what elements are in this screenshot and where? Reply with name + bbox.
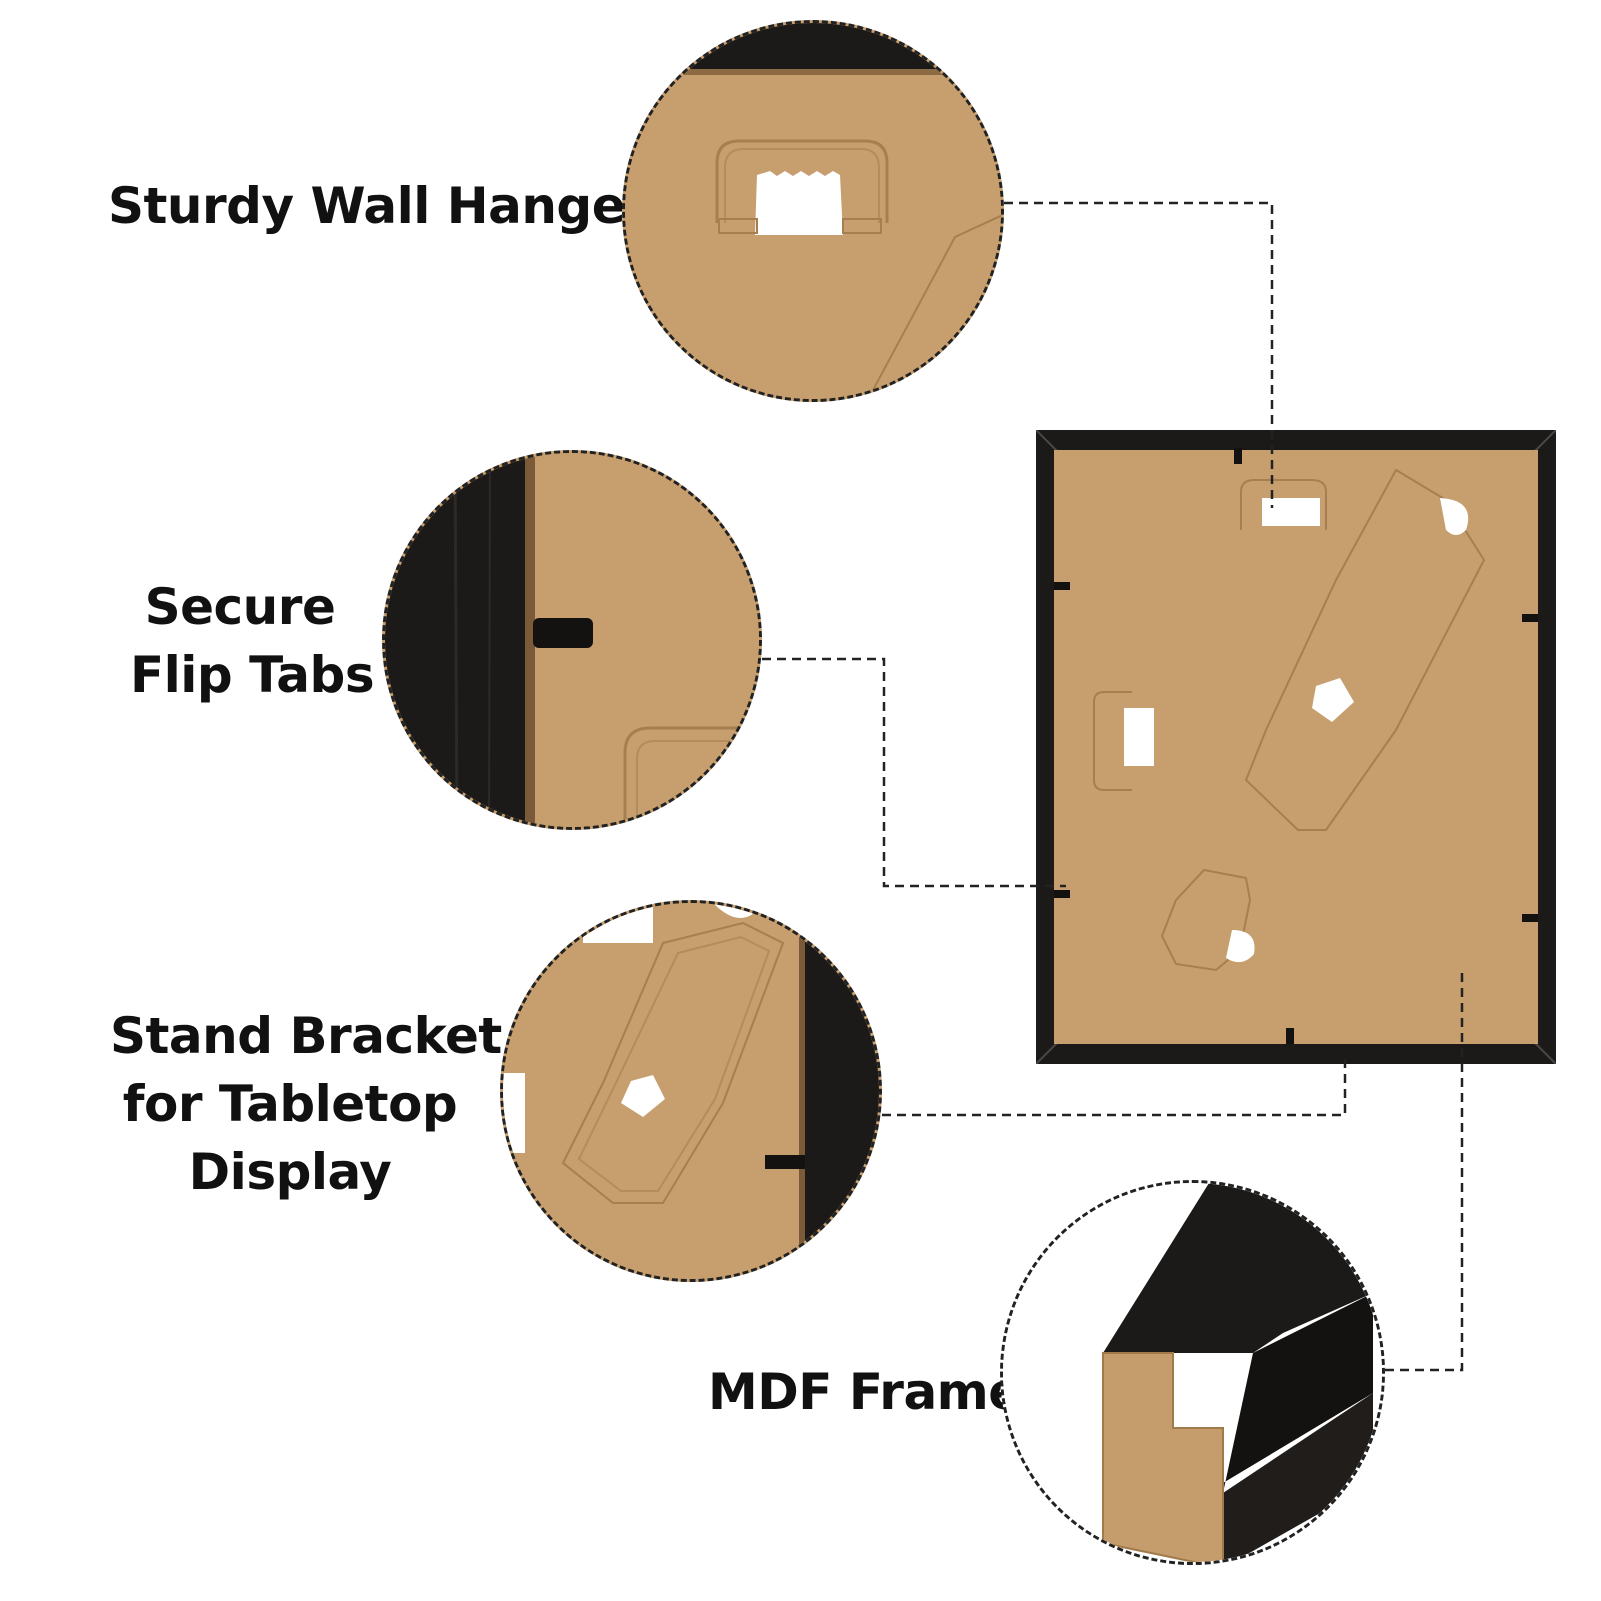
label-sturdy-wall-hanger: Sturdy Wall Hanger	[108, 172, 650, 240]
label-line: for Tabletop	[122, 1075, 458, 1133]
mdf-frame-closeup	[1000, 1180, 1385, 1565]
label-mdf-frame: MDF Frame	[708, 1358, 1022, 1426]
label-line: Sturdy Wall Hanger	[108, 177, 650, 235]
label-secure-flip-tabs: Secure Flip Tabs	[130, 573, 375, 709]
wall-hanger-closeup	[622, 20, 1004, 402]
label-line: MDF Frame	[708, 1363, 1022, 1421]
label-line: Stand Bracket	[110, 1007, 502, 1065]
label-line: Secure	[144, 578, 336, 636]
photo-frame-back	[1035, 429, 1557, 1065]
stand-bracket-closeup	[500, 900, 882, 1282]
label-line: Display	[188, 1143, 392, 1201]
label-line: Flip Tabs	[130, 646, 375, 704]
flip-tabs-closeup	[382, 450, 762, 830]
label-stand-bracket: Stand Bracket for Tabletop Display	[110, 1002, 502, 1206]
